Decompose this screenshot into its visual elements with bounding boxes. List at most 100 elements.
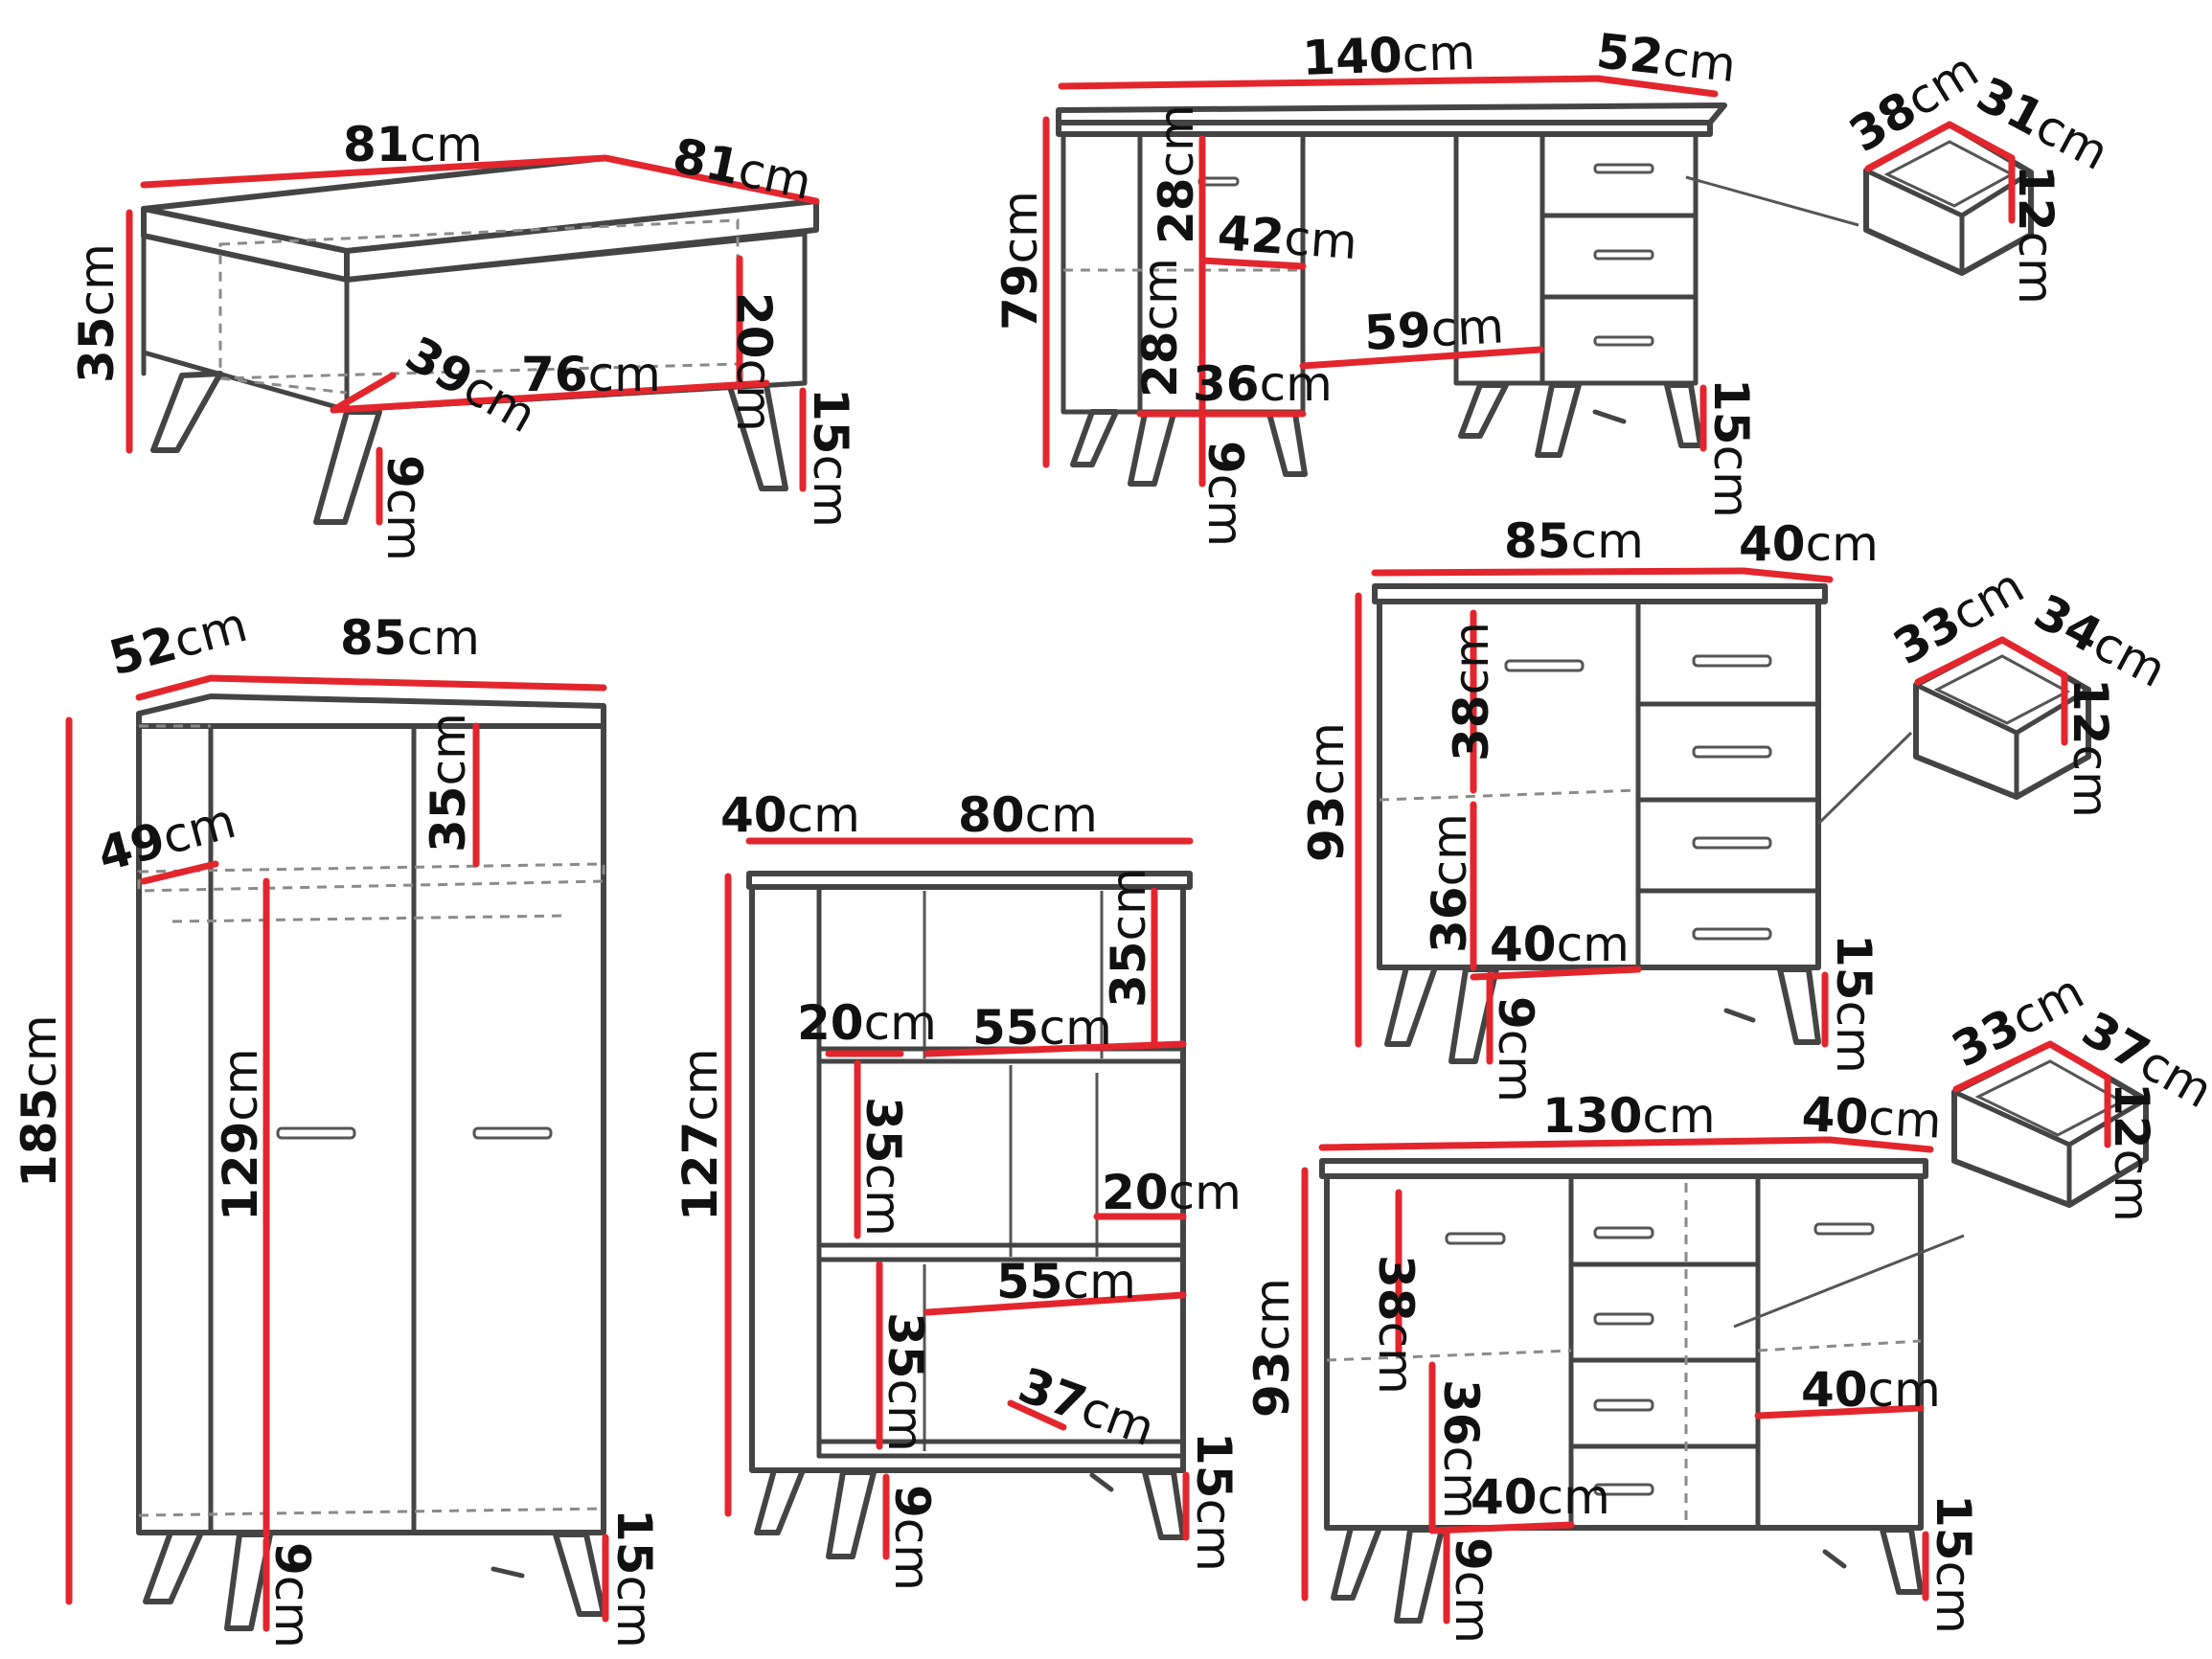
chest-small-height-label: 93cm [1299,722,1355,862]
svg-text:15cm: 15cm [1826,934,1881,1074]
wardrobe-drawing: 52cm 85cm 185cm 49cm 35cm 129cm 15cm 9cm [11,597,662,1648]
desk-drawer-detail [1863,121,2034,276]
svg-text:140cm: 140cm [1301,25,1475,86]
svg-text:130cm: 130cm [1542,1088,1716,1144]
svg-text:15cm: 15cm [1703,378,1759,518]
chest-small-lower-label: 36cm [1422,813,1477,953]
coffee-table-shelf-height-label: 20cm [726,292,782,432]
wardrobe-width-label: 85cm [340,610,480,666]
desk-knee-space-label: 59cm [1363,298,1506,361]
bookcase-drawing: 40cm 80cm 127cm 35cm 20cm 55cm 35cm 20cm… [673,787,1242,1591]
bookcase-compartment-2-label: 35cm [855,1097,911,1237]
bookcase-shelf-width-1-label: 55cm [972,1000,1112,1056]
svg-text:52cm: 52cm [1594,23,1739,93]
svg-text:36cm: 36cm [1433,1379,1489,1519]
svg-text:20cm: 20cm [1102,1165,1242,1220]
bookcase-side-width-label: 20cm [797,995,937,1051]
wardrobe-hanging-label: 129cm [213,1048,268,1221]
bookcase-leg-label: 15cm [1186,1432,1242,1572]
svg-text:20cm: 20cm [797,995,937,1051]
desk-height-label: 79cm [992,191,1048,330]
wardrobe-plinth-label: 9cm [264,1542,320,1648]
svg-text:12cm: 12cm [2104,1082,2159,1222]
wardrobe-leg-label: 15cm [606,1509,662,1648]
wardrobe-depth-label: 52cm [103,597,253,687]
svg-text:79cm: 79cm [992,191,1048,330]
svg-text:9cm: 9cm [1197,441,1253,547]
bookcase-plinth-label: 9cm [884,1485,940,1591]
chest-small-width-label: 85cm [1504,513,1644,569]
svg-text:36cm: 36cm [1193,356,1333,412]
chest-large-upper-label: 38cm [1368,1255,1424,1395]
desk-drawer-height-label: 12cm [2008,165,2064,305]
svg-text:28cm: 28cm [1132,258,1188,398]
desk-plinth-label: 9cm [1197,441,1253,547]
svg-text:52cm: 52cm [103,597,253,687]
svg-text:40cm: 40cm [1739,516,1879,572]
svg-text:9cm: 9cm [264,1542,320,1648]
svg-text:35cm: 35cm [69,243,125,383]
svg-text:38cm: 38cm [1444,622,1499,761]
chest-large-plinth-label: 9cm [1445,1537,1500,1644]
svg-text:85cm: 85cm [1504,513,1644,569]
svg-text:36cm: 36cm [1422,813,1477,953]
svg-text:39cm: 39cm [397,326,545,443]
chest-large-inner-width-right-label: 40cm [1801,1362,1941,1418]
svg-text:129cm: 129cm [213,1048,268,1221]
svg-text:85cm: 85cm [340,610,480,666]
desk-cabinet-lower-label: 28cm [1132,258,1188,398]
svg-text:15cm: 15cm [803,388,858,528]
svg-text:28cm: 28cm [1149,104,1204,244]
svg-text:59cm: 59cm [1363,298,1506,361]
svg-text:55cm: 55cm [972,1000,1112,1056]
svg-text:127cm: 127cm [673,1048,728,1221]
desk-cabinet-upper-label: 28cm [1149,104,1204,244]
coffee-table-shelf-width-label: 76cm [521,347,661,402]
bookcase-width-label: 80cm [958,787,1098,843]
chest-small-upper-label: 38cm [1444,622,1499,761]
svg-text:12cm: 12cm [2008,165,2064,305]
svg-text:93cm: 93cm [1299,722,1355,862]
svg-text:40cm: 40cm [1490,917,1630,972]
svg-text:9cm: 9cm [376,455,432,561]
chest-small-leg-label: 15cm [1826,934,1881,1074]
svg-text:185cm: 185cm [11,1014,67,1188]
svg-text:81cm: 81cm [343,117,483,172]
wardrobe-top-shelf-label: 35cm [421,713,476,852]
svg-text:12cm: 12cm [2063,678,2118,818]
svg-text:93cm: 93cm [1244,1278,1300,1418]
svg-text:40cm: 40cm [720,787,860,843]
svg-text:35cm: 35cm [1101,868,1156,1008]
svg-text:35cm: 35cm [855,1097,911,1237]
chest-small-depth-label: 40cm [1739,516,1879,572]
svg-text:15cm: 15cm [606,1509,662,1648]
chest-small-drawing: 85cm 40cm 93cm 38cm 36cm 40cm 15cm 9cm 3… [1299,513,2175,1102]
svg-text:35cm: 35cm [421,713,476,852]
chest-large-drawer-height-label: 12cm [2104,1082,2159,1222]
svg-text:80cm: 80cm [958,787,1098,843]
chest-small-drawer-detail [1913,636,2091,800]
bookcase-depth-label: 40cm [720,787,860,843]
desk-width-label: 140cm [1301,25,1475,86]
chest-large-width-label: 130cm [1542,1088,1716,1144]
desk-drawing: 140cm 52cm 79cm 28cm 28cm 42cm 36cm 59cm… [992,23,2117,547]
svg-text:55cm: 55cm [996,1254,1136,1309]
coffee-table-shelf-depth-label: 39cm [397,326,545,443]
desk-leg-label: 15cm [1703,378,1759,518]
chest-large-depth-label: 40cm [1800,1086,1943,1149]
coffee-table-width-label: 81cm [343,117,483,172]
chest-large-height-label: 93cm [1244,1278,1300,1418]
desk-depth-label: 52cm [1594,23,1739,93]
wardrobe-height-label: 185cm [11,1014,67,1188]
chest-large-drawer-detail [1951,1040,2149,1208]
svg-text:20cm: 20cm [726,292,782,432]
bookcase-shelf-width-2-label: 55cm [996,1254,1136,1309]
bookcase-side-width-2-label: 20cm [1102,1165,1242,1220]
desk-cabinet-depth-label: 42cm [1216,205,1358,270]
bookcase-height-label: 127cm [673,1048,728,1221]
chest-small-inner-width-label: 40cm [1490,917,1630,972]
coffee-table-leg-label: 15cm [803,388,858,528]
desk-cabinet-width-label: 36cm [1193,356,1333,412]
chest-large-drawing: 130cm 40cm 93cm 38cm 36cm 40cm 40cm 15cm… [1244,964,2212,1644]
chest-small-drawer-height-label: 12cm [2063,678,2118,818]
